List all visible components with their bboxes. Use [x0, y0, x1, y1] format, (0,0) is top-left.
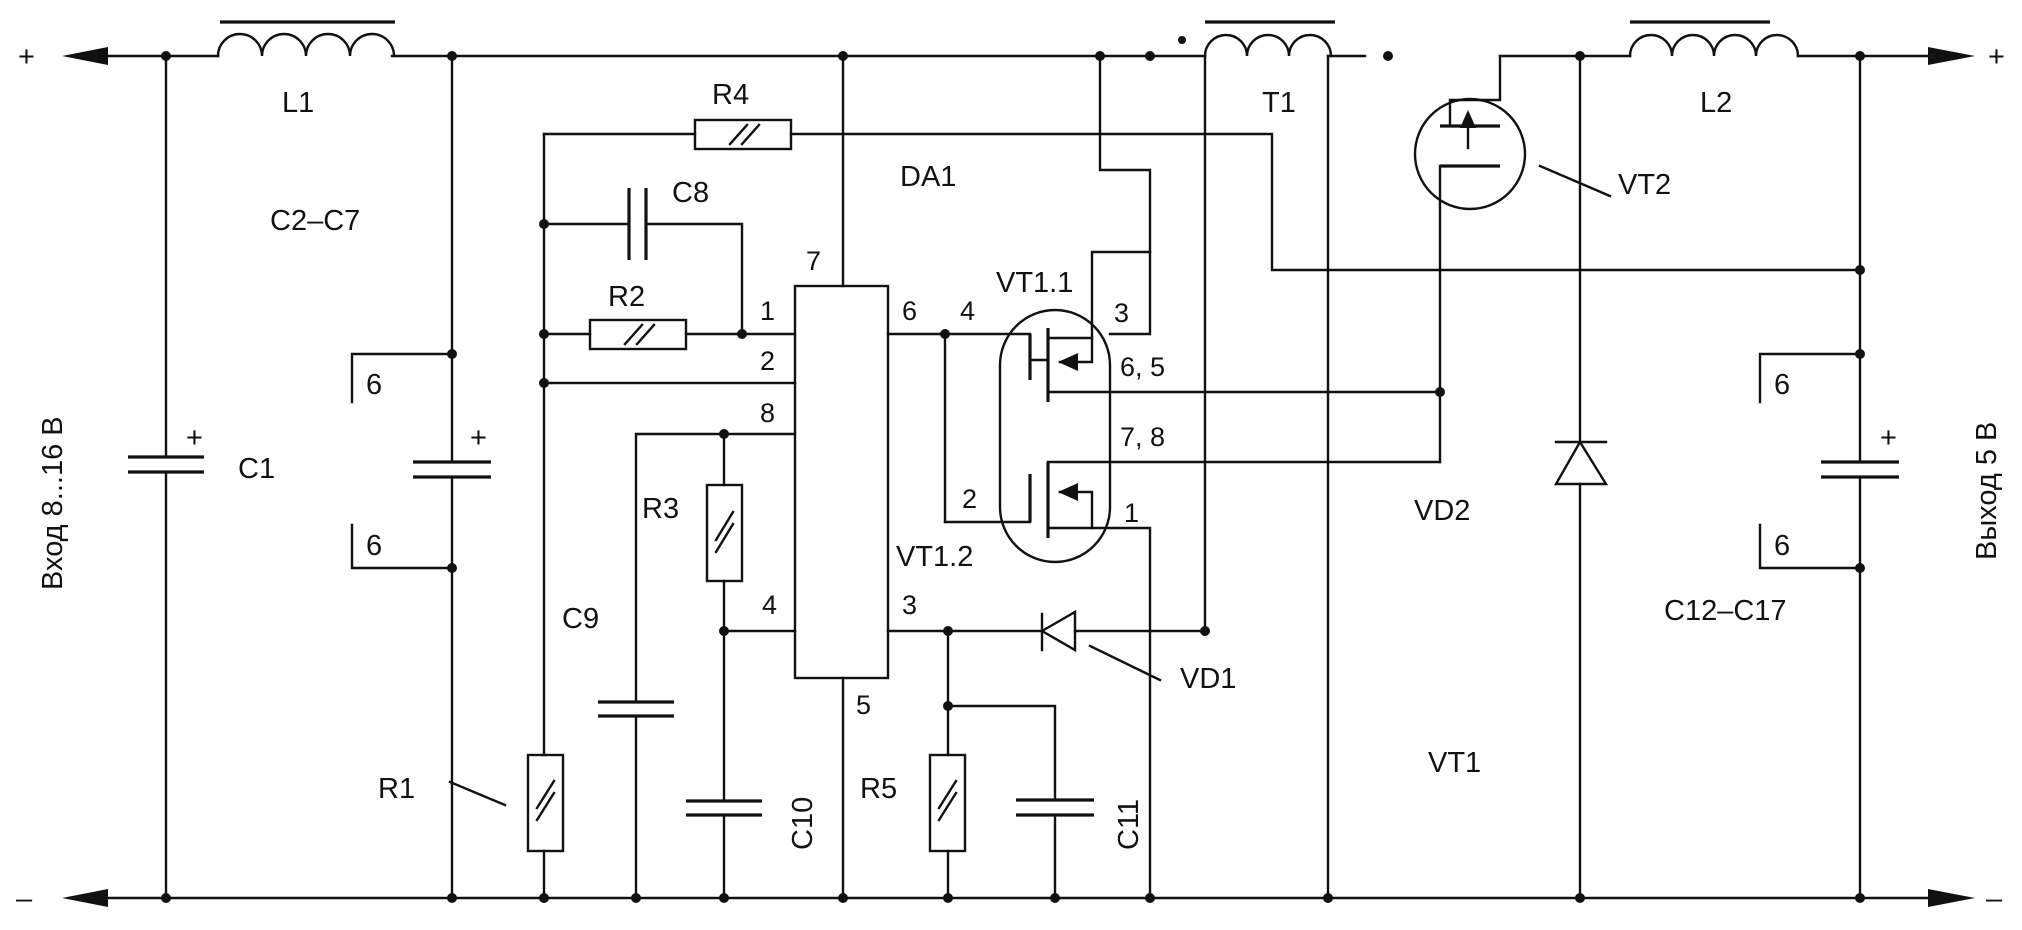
T1-label: T1 [1262, 87, 1296, 119]
VD1-label: VD1 [1180, 663, 1236, 695]
R4-label: R4 [712, 79, 749, 111]
C12-C17-label: C12–C17 [1664, 595, 1787, 627]
T1-phase-dot [1178, 36, 1186, 44]
VT1-pin-2: 2 [962, 484, 977, 514]
output-3-net [886, 629, 1057, 800]
inductor-L1 [216, 20, 396, 58]
left-minus-arrow [62, 889, 108, 907]
diode-VD1 [1039, 609, 1207, 682]
C2-C7-label: C2–C7 [270, 205, 360, 237]
capacitor-C9 [598, 432, 797, 900]
capacitor-C1 [128, 54, 204, 900]
right-plus-arrow [1928, 47, 1975, 65]
VT1-label: VT1 [1428, 747, 1481, 779]
DA1-pin-4: 4 [762, 590, 777, 620]
C12-C17-multiplier-top: 6 [1774, 369, 1790, 401]
transformer-T1 [1178, 20, 1335, 900]
DA1-pin-3: 3 [902, 590, 917, 620]
DA1-pin-8: 8 [760, 398, 775, 428]
C12-C17-multiplier-bottom: 6 [1774, 530, 1790, 562]
VT1-pin-6-5: 6, 5 [1120, 352, 1165, 382]
right-plus-label: + [1988, 41, 2005, 73]
C2-C7-multiplier-top: 6 [366, 369, 382, 401]
diode-VD2 [1553, 54, 1609, 900]
inductor-L2 [1628, 20, 1800, 58]
right-minus-label: – [1986, 883, 2003, 915]
ic-DA1 [793, 54, 890, 900]
DA1-pin-7: 7 [806, 246, 821, 276]
resistor-R5 [928, 704, 967, 900]
DA1-pin-1: 1 [760, 296, 775, 326]
C1-polarity: + [186, 422, 203, 454]
R3-label: R3 [642, 493, 679, 525]
resistor-R4 [542, 118, 1862, 272]
junction-dots [161, 51, 1865, 903]
resistor-R3 [705, 432, 797, 802]
C12-C17-polarity: + [1880, 422, 1897, 454]
C1-label: C1 [238, 453, 275, 485]
C8-label: C8 [672, 177, 709, 209]
resistor-R2 [542, 318, 797, 351]
output-voltage-label: Выход 5 В [1971, 422, 2003, 560]
capacitor-bank-C12-C17 [1758, 54, 1899, 900]
R2-label: R2 [608, 281, 645, 313]
right-minus-arrow [1928, 889, 1975, 907]
resistor-R1 [448, 132, 565, 900]
input-voltage-label: Вход 8...16 В [37, 416, 69, 590]
C2-C7-polarity: + [470, 422, 487, 454]
L1-label: L1 [282, 87, 314, 119]
VT2-label: VT2 [1618, 169, 1671, 201]
DA1-label: DA1 [900, 161, 956, 193]
capacitor-bank-C2-C7 [350, 54, 491, 900]
DA1-pin-5: 5 [856, 690, 871, 720]
capacitor-C11 [1016, 798, 1094, 900]
VD2-label: VD2 [1414, 495, 1470, 527]
C2-C7-multiplier-bottom: 6 [366, 530, 382, 562]
VT1.2-label: VT1.2 [896, 541, 973, 573]
VT1-pin-7-8: 7, 8 [1120, 422, 1165, 452]
C9-label: C9 [562, 603, 599, 635]
negative-rail [62, 889, 1975, 907]
capacitor-C8 [542, 188, 744, 336]
VT1-pin-1: 1 [1124, 498, 1139, 528]
transistor-VT1-dual-mosfet [886, 250, 1442, 900]
R5-label: R5 [860, 773, 897, 805]
VT1-pin-4: 4 [960, 296, 975, 326]
C11-label: C11 [1113, 799, 1145, 850]
transistor-VT2 [1413, 54, 1612, 464]
DA1-pin-6: 6 [902, 296, 917, 326]
DA1-pin-2: 2 [760, 346, 775, 376]
VT1.1-label: VT1.1 [996, 267, 1073, 299]
capacitor-C10 [686, 799, 762, 900]
left-plus-label: + [18, 41, 35, 73]
left-minus-label: – [16, 883, 33, 915]
C10-label: C10 [787, 797, 819, 850]
VT1-pin-3: 3 [1114, 298, 1129, 328]
R1-label: R1 [378, 773, 415, 805]
L2-label: L2 [1700, 87, 1732, 119]
